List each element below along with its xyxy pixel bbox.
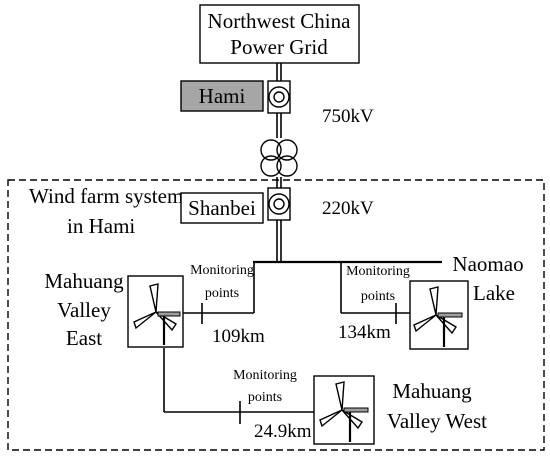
system-label-line1: Wind farm system — [29, 184, 183, 208]
turbine-naomao-blade-1 — [429, 286, 439, 316]
turbine-naomao — [409, 280, 469, 350]
grid-label-line2: Power Grid — [230, 35, 328, 59]
turbine-east-blade-1 — [149, 283, 159, 313]
farm-naomao-line2: Lake — [473, 281, 515, 305]
main-trunk — [276, 63, 282, 262]
transformer-icon — [260, 139, 298, 177]
hami-label: Hami — [199, 84, 246, 108]
turbine-west-blade-2 — [319, 409, 343, 428]
turbine-west-blade-1 — [335, 381, 345, 411]
feeder-lines — [163, 262, 411, 424]
distance-right: 134km — [338, 322, 391, 343]
hami-breaker-inner-ring — [273, 91, 285, 103]
shanbei-breaker-inner-ring — [273, 198, 285, 210]
distance-bottom: 24.9km — [254, 421, 312, 442]
monitoring-right-line1: Monitoring — [346, 264, 410, 279]
monitoring-right-line2: points — [361, 289, 395, 304]
wind-farm-system-boundary — [7, 179, 545, 451]
turbine-east — [127, 275, 184, 348]
shanbei-label: Shanbei — [188, 196, 256, 220]
monitoring-left-line2: points — [205, 286, 239, 301]
farm-east-line3: East — [66, 326, 102, 350]
farm-naomao-line1: Naomao — [452, 252, 523, 276]
monitoring-bottom-line2: points — [248, 390, 282, 405]
farm-west-line2: Valley West — [387, 409, 487, 433]
shanbei-substation: Shanbei — [180, 187, 291, 224]
grid-box — [199, 4, 360, 64]
farm-east-line2: Valley — [57, 298, 111, 322]
hami-box — [180, 80, 264, 112]
turbine-east-nacelle — [157, 311, 181, 317]
voltage-220: 220kV — [322, 198, 374, 219]
distance-left: 109km — [212, 326, 265, 347]
grid-label-line1: Northwest China — [208, 9, 352, 33]
monitoring-bottom-line1: Monitoring — [233, 368, 297, 383]
voltage-750: 750kV — [322, 106, 374, 127]
turbine-naomao-nacelle — [437, 312, 463, 318]
turbine-east-blade-2 — [133, 311, 157, 330]
farm-west-line1: Mahuang — [392, 379, 472, 403]
system-label-line2: in Hami — [67, 214, 135, 238]
farm-east-line1: Mahuang — [44, 269, 124, 293]
turbine-west-nacelle — [343, 407, 369, 413]
turbine-west — [313, 375, 375, 445]
northwest-grid-node: Northwest China Power Grid — [199, 4, 360, 64]
monitoring-left-line1: Monitoring — [190, 263, 254, 278]
turbine-naomao-blade-2 — [413, 314, 437, 333]
hami-substation: Hami — [180, 80, 291, 114]
shanbei-box — [180, 192, 264, 224]
